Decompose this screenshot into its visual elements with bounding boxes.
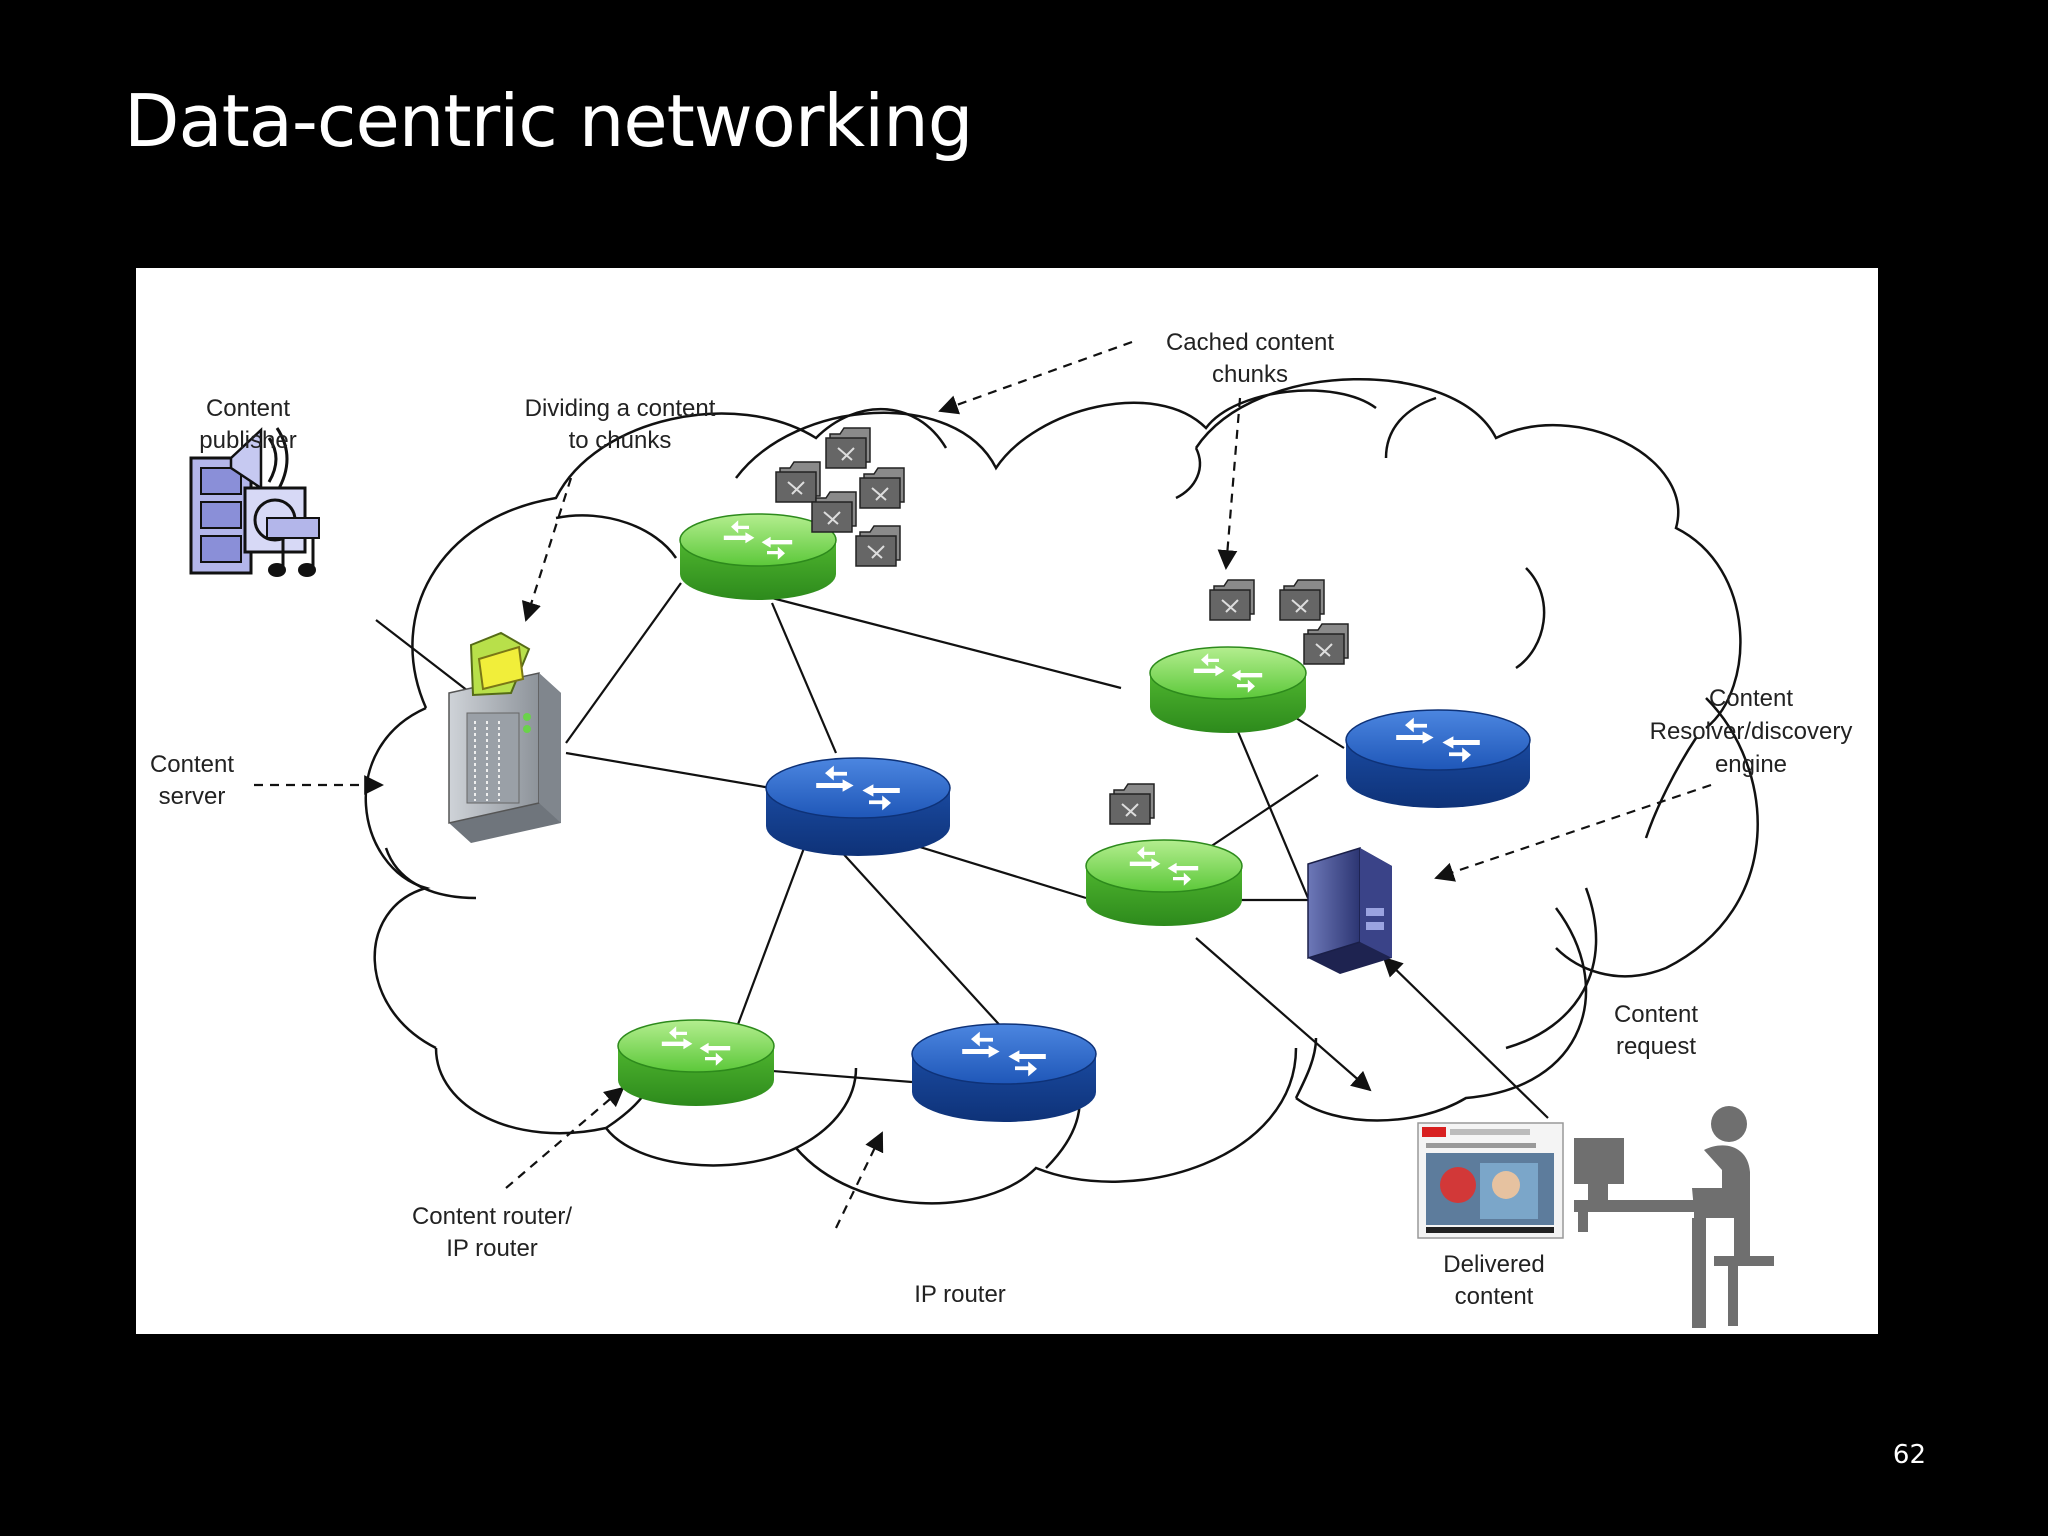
svg-text:request: request bbox=[1616, 1033, 1696, 1060]
svg-text:IP router: IP router bbox=[446, 1235, 538, 1262]
svg-text:Resolver/discovery: Resolver/discovery bbox=[1650, 718, 1853, 745]
content-chunk-icon bbox=[775, 461, 821, 503]
label-delivered-content: Delivered content bbox=[1443, 1251, 1544, 1310]
content-chunk-icon bbox=[855, 525, 901, 567]
svg-text:Delivered: Delivered bbox=[1443, 1251, 1544, 1278]
label-ip-router: IP router bbox=[914, 1281, 1006, 1308]
diagram-panel: Content publisher Dividing a content to … bbox=[136, 268, 1878, 1334]
network-diagram: Content publisher Dividing a content to … bbox=[150, 329, 1853, 1328]
resolver-server-icon bbox=[1307, 846, 1392, 974]
content-chunk-icon bbox=[1279, 579, 1325, 621]
content-router-icon bbox=[1150, 647, 1306, 733]
svg-text:Content: Content bbox=[1709, 685, 1793, 712]
label-content-router: Content router/ IP router bbox=[412, 1203, 572, 1262]
svg-text:Cached content: Cached content bbox=[1166, 329, 1334, 356]
ip-router-icon bbox=[912, 1024, 1096, 1122]
content-chunk-icon bbox=[1109, 783, 1155, 825]
svg-text:Content: Content bbox=[1614, 1001, 1698, 1028]
content-chunk-icon bbox=[1303, 623, 1349, 665]
svg-text:Content: Content bbox=[206, 395, 290, 422]
label-content-server: Content server bbox=[150, 751, 234, 810]
label-dividing-chunks: Dividing a content to chunks bbox=[525, 395, 716, 454]
svg-text:Content: Content bbox=[150, 751, 234, 778]
ip-router-icon bbox=[766, 758, 950, 856]
content-router-icon bbox=[1086, 840, 1242, 926]
svg-text:content: content bbox=[1455, 1283, 1534, 1310]
content-chunk-icon bbox=[811, 491, 857, 533]
delivered-content-thumbnail bbox=[1417, 1122, 1564, 1239]
user-at-computer-icon bbox=[1574, 1106, 1774, 1328]
svg-text:Dividing a content: Dividing a content bbox=[525, 395, 716, 422]
label-content-request: Content request bbox=[1614, 1001, 1698, 1060]
svg-text:chunks: chunks bbox=[1212, 361, 1288, 388]
slide-title: Data-centric networking bbox=[124, 79, 973, 163]
content-chunk-icon bbox=[825, 427, 871, 469]
content-router-icon bbox=[618, 1020, 774, 1106]
svg-text:publisher: publisher bbox=[199, 427, 296, 454]
label-content-publisher: Content publisher bbox=[199, 395, 296, 454]
content-chunk-icon bbox=[1209, 579, 1255, 621]
page-number: 62 bbox=[1892, 1440, 1926, 1470]
label-resolver: Content Resolver/discovery engine bbox=[1650, 685, 1853, 778]
content-chunk-icon bbox=[859, 467, 905, 509]
content-server-icon bbox=[448, 631, 561, 843]
svg-text:to chunks: to chunks bbox=[569, 427, 672, 454]
label-cached-chunks: Cached content chunks bbox=[1166, 329, 1334, 388]
content-publisher-icon bbox=[189, 427, 320, 577]
svg-text:Content router/: Content router/ bbox=[412, 1203, 572, 1230]
svg-text:server: server bbox=[159, 783, 226, 810]
ip-router-icon bbox=[1346, 710, 1530, 808]
svg-text:IP router: IP router bbox=[914, 1281, 1006, 1308]
svg-text:engine: engine bbox=[1715, 751, 1787, 778]
